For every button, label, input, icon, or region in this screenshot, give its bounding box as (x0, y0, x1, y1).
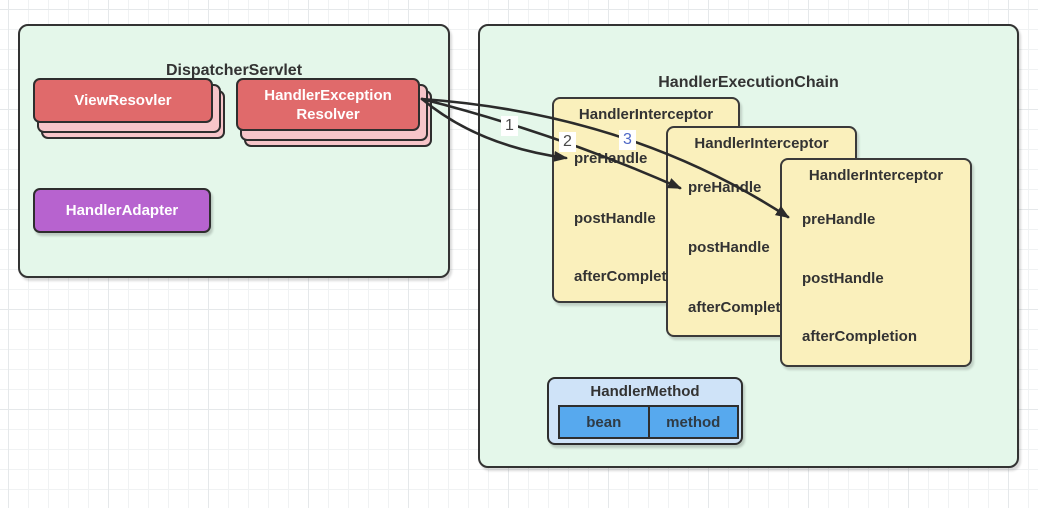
interceptor-2-posthandle-label: postHandle (688, 239, 770, 256)
handler-method-title: HandlerMethod (590, 383, 700, 400)
method-label: method (666, 413, 721, 431)
bean-label: bean (586, 413, 622, 431)
arrow-3-to-interceptor-3-prehandle[interactable] (420, 97, 790, 219)
interceptor-1-aftercompletion-label: afterCompletion (574, 268, 690, 285)
handler-method-box[interactable]: HandlerMethod bean method (547, 377, 743, 445)
handler-interceptor-3-title: HandlerInterceptor (808, 167, 944, 184)
handler-interceptor-card-3[interactable]: HandlerInterceptor preHandle postHandle … (780, 158, 972, 367)
dispatcher-servlet-title: DispatcherServlet (165, 62, 303, 79)
arrow-label-2-text: 2 (563, 133, 572, 150)
arrow-1-to-interceptor-1-prehandle[interactable] (420, 97, 568, 162)
bean-cell[interactable]: bean (560, 407, 648, 437)
arrow-label-3-text: 3 (623, 131, 632, 148)
arrow-label-1-text: 1 (505, 117, 514, 134)
handler-adapter-card[interactable]: HandlerAdapter (33, 188, 211, 233)
handler-execution-chain-title: HandlerExecutionChain (658, 74, 839, 91)
exception-resolver-label: HandlerException Resolver (264, 86, 392, 123)
arrow-label-2[interactable]: 2 (559, 132, 576, 152)
interceptor-2-prehandle-label: preHandle (688, 179, 762, 196)
interceptor-3-aftercompletion-label: afterCompletion (802, 328, 918, 345)
dispatcher-servlet-container[interactable]: DispatcherServlet (18, 24, 450, 278)
view-resolver-card[interactable]: ViewResovler (33, 78, 213, 123)
interceptor-3-prehandle-label: preHandle (802, 211, 876, 228)
method-cell[interactable]: method (647, 407, 738, 437)
handler-interceptor-1-title: HandlerInterceptor (578, 106, 714, 123)
view-resolver-label: ViewResovler (74, 92, 172, 109)
arrow-label-1[interactable]: 1 (501, 116, 518, 136)
arrow-2-to-interceptor-2-prehandle[interactable] (420, 97, 682, 190)
interceptor-1-posthandle-label: postHandle (574, 210, 656, 227)
exception-resolver-card[interactable]: HandlerException Resolver (236, 78, 420, 131)
interceptor-3-posthandle-label: postHandle (802, 270, 884, 287)
handler-adapter-label: HandlerAdapter (65, 202, 179, 219)
interceptor-2-aftercompletion-label: afterCompletion (688, 299, 804, 316)
handler-interceptor-2-title: HandlerInterceptor (694, 135, 829, 152)
arrow-label-3[interactable]: 3 (619, 130, 636, 150)
handler-method-row: bean method (558, 405, 739, 439)
